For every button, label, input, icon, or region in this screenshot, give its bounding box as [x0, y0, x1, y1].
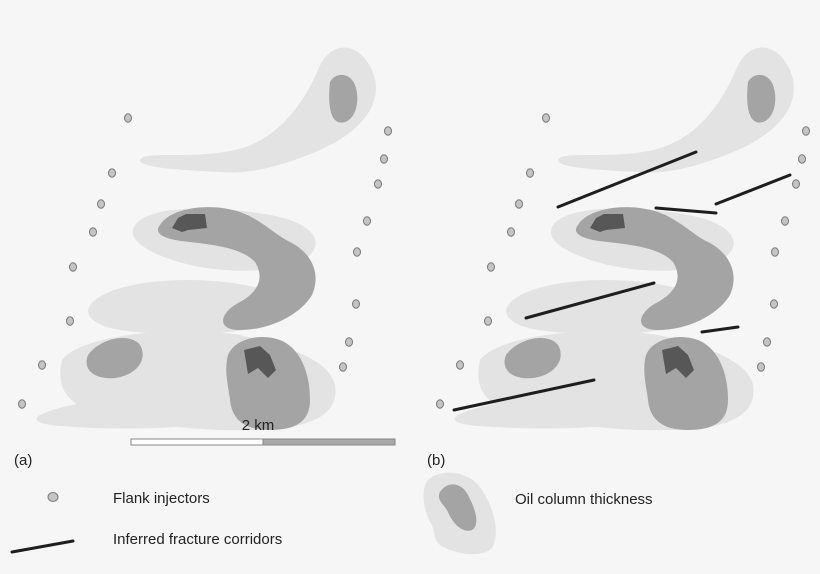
legend-fracture-label: Inferred fracture corridors [113, 531, 282, 548]
scale-bar: 2 km [130, 417, 396, 446]
oil-column-thickness-icon [423, 472, 496, 555]
flank-injector-marker [18, 399, 26, 409]
flank-injector-marker [456, 360, 464, 370]
flank-injector-marker [374, 179, 382, 189]
flank-injector-marker [526, 168, 534, 178]
flank-injector-marker [339, 362, 347, 372]
flank-injector-marker [763, 337, 771, 347]
panel-b-injectors [436, 113, 810, 409]
flank-injector-marker [352, 299, 360, 309]
scale-bar-label: 2 km [242, 417, 275, 434]
flank-injector-marker [353, 247, 361, 257]
fracture-corridor-line [700, 325, 740, 334]
panel-a-dark-zone [172, 214, 276, 378]
flank-injector-marker [515, 199, 523, 209]
fracture-corridor-line [714, 173, 792, 206]
legend-item-thickness: Oil column thickness [423, 472, 653, 555]
panel-a-medium-zone [86, 74, 358, 430]
flank-injector-marker [792, 179, 800, 189]
flank-injector-marker [542, 113, 550, 123]
panel-a-injectors [18, 113, 392, 409]
panel-b-map: (b) [427, 47, 810, 469]
legend-item-injectors: Flank injectors [47, 490, 210, 507]
panel-a-label: (a) [14, 452, 32, 469]
flank-injector-marker [345, 337, 353, 347]
flank-injector-marker [66, 316, 74, 326]
fracture-corridor-icon [10, 539, 75, 554]
legend: Flank injectors Inferred fracture corrid… [10, 472, 653, 555]
fracture-corridor-line [524, 281, 656, 320]
flank-injector-marker [781, 216, 789, 226]
flank-injector-icon [47, 492, 59, 502]
flank-injector-marker [436, 399, 444, 409]
flank-injector-marker [507, 227, 515, 237]
flank-injector-marker [380, 154, 388, 164]
flank-injector-marker [384, 126, 392, 136]
legend-injector-label: Flank injectors [113, 490, 210, 507]
flank-injector-marker [798, 154, 806, 164]
panel-b-label: (b) [427, 452, 445, 469]
panel-b-dark-zone [590, 214, 694, 378]
flank-injector-marker [69, 262, 77, 272]
flank-injector-marker [124, 113, 132, 123]
fracture-corridor-line [556, 150, 698, 209]
flank-injector-marker [363, 216, 371, 226]
flank-injector-marker [89, 227, 97, 237]
flank-injector-marker [484, 316, 492, 326]
flank-injector-marker [487, 262, 495, 272]
legend-thickness-label: Oil column thickness [515, 491, 653, 508]
flank-injector-marker [770, 299, 778, 309]
panel-a-map: 2 km (a) [14, 47, 396, 469]
scale-bar-grey-segment [262, 438, 396, 446]
fracture-corridor-line [654, 206, 718, 215]
fracture-corridors [452, 150, 792, 412]
flank-injector-marker [38, 360, 46, 370]
flank-injector-marker [757, 362, 765, 372]
fracture-corridor-line [452, 378, 596, 412]
flank-injector-marker [802, 126, 810, 136]
scale-bar-white-segment [130, 438, 264, 446]
flank-injector-marker [97, 199, 105, 209]
flank-injector-marker [108, 168, 116, 178]
flank-injector-marker [771, 247, 779, 257]
legend-item-fractures: Inferred fracture corridors [10, 531, 282, 554]
